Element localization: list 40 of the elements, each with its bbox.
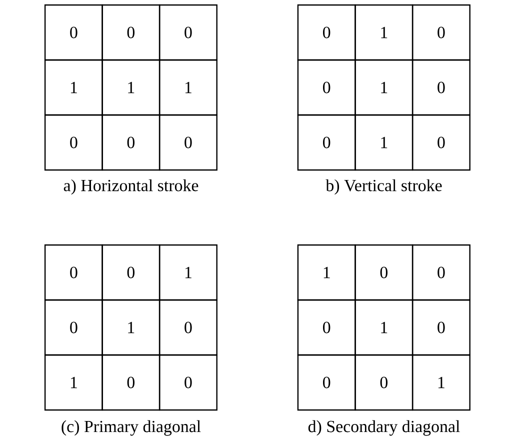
grid-cell: 0 (297, 354, 356, 411)
grid-cell: 0 (297, 299, 356, 356)
grid-cell: 0 (354, 354, 414, 411)
grid-cell: 0 (297, 4, 356, 61)
grid-cell: 0 (354, 244, 414, 301)
grid-cell: 0 (158, 114, 218, 171)
caption: (c) Primary diagonal (62, 420, 201, 436)
caption: d) Secondary diagonal (308, 420, 460, 436)
grid-cell: 0 (412, 114, 470, 171)
grid-cell: 0 (44, 299, 103, 356)
grid-cell: 0 (44, 244, 103, 301)
grid-cell: 0 (297, 114, 356, 171)
grid-cell: 0 (412, 59, 470, 116)
grid-cell: 1 (354, 299, 414, 356)
grid-cell: 0 (102, 354, 160, 411)
grid-cell: 0 (412, 4, 470, 61)
grid-cell: 0 (158, 299, 218, 356)
grid-cell: 1 (44, 354, 103, 411)
caption: b) Vertical stroke (326, 179, 442, 195)
grid-cell: 0 (102, 4, 160, 61)
grid-cell: 0 (44, 114, 103, 171)
grid-cell: 0 (412, 244, 470, 301)
grid-cell: 1 (412, 354, 470, 411)
grid-cell: 0 (158, 354, 218, 411)
grid-cell: 0 (158, 4, 218, 61)
grid-cell: 1 (354, 59, 414, 116)
grid-cell: 1 (354, 4, 414, 61)
grid-cell: 1 (102, 59, 160, 116)
grid-cell: 0 (412, 299, 470, 356)
grid-cell: 1 (44, 59, 103, 116)
grid-cell: 0 (297, 59, 356, 116)
grid-cell: 1 (354, 114, 414, 171)
grid-cell: 1 (158, 244, 218, 301)
grid-cell: 1 (102, 299, 160, 356)
grid-cell: 0 (102, 114, 160, 171)
grid-cell: 1 (297, 244, 356, 301)
grid-cell: 0 (44, 4, 103, 61)
grid-cell: 1 (158, 59, 218, 116)
caption: a) Horizontal stroke (64, 179, 198, 195)
grid-cell: 0 (102, 244, 160, 301)
